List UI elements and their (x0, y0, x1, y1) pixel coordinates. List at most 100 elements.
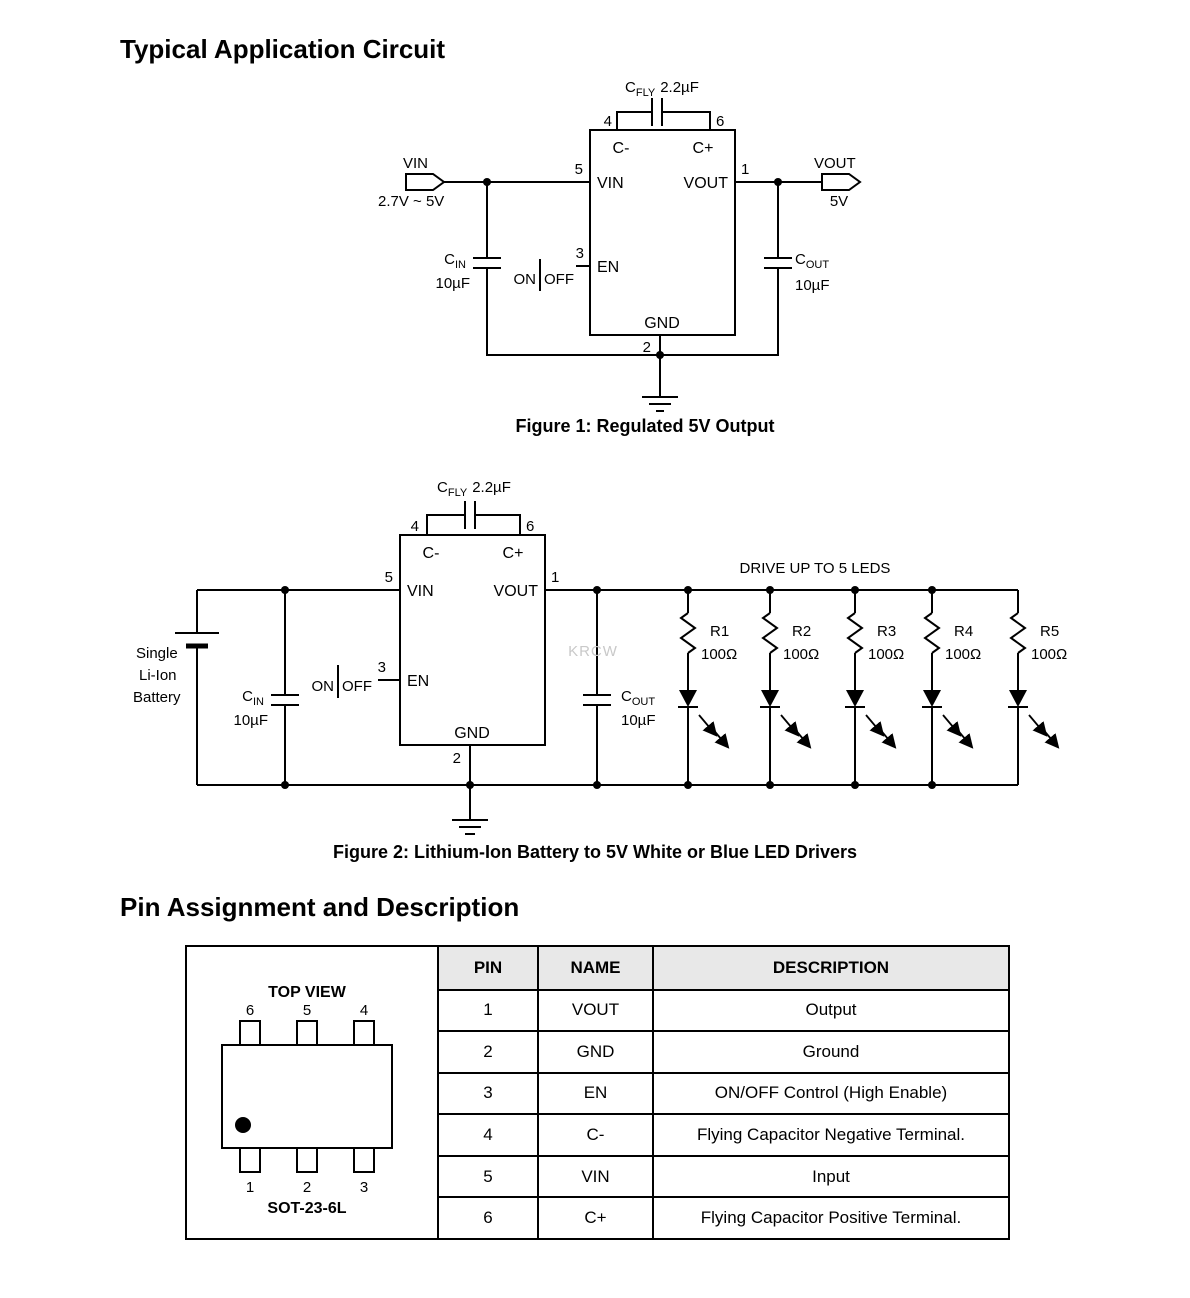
pkg-pin5-number: 5 (303, 1002, 311, 1019)
package-drawing-cell: TOP VIEW 6 5 4 1 2 3 SOT-23-6L (187, 947, 437, 1238)
desc-cell: ON/OFF Control (High Enable) (652, 1071, 1008, 1114)
fig1-vin-pin-label: VIN (597, 175, 624, 192)
fig2-battery-wires (196, 589, 400, 785)
pin-cell: 5 (437, 1154, 537, 1197)
fig1-cin-capacitor-plates (473, 257, 501, 269)
fig2-pin5-number: 5 (385, 569, 393, 586)
pkg-top-lead (296, 1020, 318, 1046)
fig2-cminus-pin-label: C- (423, 545, 440, 562)
fig1-cout-label: COUT (795, 251, 829, 271)
fig1-vout-pin-label: VOUT (684, 175, 729, 192)
resistor-value: 100Ω (701, 646, 737, 663)
pkg-top-lead (239, 1020, 261, 1046)
fig2-ground-symbol (452, 819, 488, 835)
fig2-pin2-number: 2 (453, 750, 461, 767)
fig1-vout-value-label: 5V (830, 193, 848, 210)
header-name: NAME (537, 947, 652, 989)
pin-cell: 6 (437, 1196, 537, 1238)
pkg-bottom-lead (353, 1147, 375, 1173)
fig2-cin-value: 10µF (234, 712, 269, 729)
watermark-text: KRCW (568, 643, 618, 660)
junction-dot (483, 178, 491, 186)
led-branch-2: R2 100Ω (760, 590, 819, 785)
fig2-pin3-number: 3 (378, 659, 386, 676)
pin-cell: 4 (437, 1113, 537, 1155)
fig1-pin6-number: 6 (716, 113, 724, 130)
led-symbol (923, 690, 941, 707)
fig1-pin2-number: 2 (643, 339, 651, 356)
fig2-pin6-number: 6 (526, 518, 534, 535)
sot23-package-drawing: TOP VIEW 6 5 4 1 2 3 SOT-23-6L (221, 984, 393, 1217)
fig1-gnd-pin-label: GND (644, 315, 680, 332)
section-title-typical-application-circuit: Typical Application Circuit (120, 34, 446, 64)
led-emission-arrow (865, 714, 885, 737)
fig1-cin-value: 10µF (436, 275, 471, 292)
fig1-cfly-wires (616, 111, 711, 130)
desc-cell: Flying Capacitor Negative Terminal. (652, 1113, 1008, 1155)
fig2-en-pin-label: EN (407, 673, 429, 690)
fig2-battery-label-line1: Single (136, 645, 178, 662)
pkg-pin1-indicator-dot (235, 1117, 251, 1133)
desc-cell: Input (652, 1154, 1008, 1197)
name-cell: VOUT (537, 988, 652, 1031)
fig1-vout-net-label: VOUT (814, 155, 856, 172)
led-branch-3: R3 100Ω (845, 590, 904, 785)
fig2-cfly-wires (426, 514, 521, 535)
led-symbol (679, 690, 697, 707)
fig2-cplus-pin-label: C+ (503, 545, 524, 562)
name-cell: GND (537, 1030, 652, 1072)
led-emission-arrow (698, 714, 718, 737)
desc-cell: Output (652, 988, 1008, 1031)
fig1-ic-body (589, 129, 736, 336)
fig2-cin-capacitor-plates (271, 694, 299, 706)
fig1-vin-range-label: 2.7V ~ 5V (378, 193, 444, 210)
pkg-pin4-number: 4 (360, 1002, 368, 1019)
fig1-vout-terminal-flag (821, 173, 862, 191)
fig2-pin4-number: 4 (411, 518, 419, 535)
fig1-switch-on-label: ON (514, 271, 537, 288)
led-emission-arrow (1028, 714, 1048, 737)
pin-cell: 3 (437, 1071, 537, 1114)
desc-cell: Flying Capacitor Positive Terminal. (652, 1196, 1008, 1238)
junction-dot (281, 586, 289, 594)
pkg-pin6-number: 6 (246, 1002, 254, 1019)
fig1-vin-terminal-flag (405, 173, 446, 191)
fig2-cout-label: COUT (621, 688, 655, 708)
fig1-vin-net-label: VIN (403, 155, 428, 172)
header-pin: PIN (437, 947, 537, 989)
pkg-bottom-lead (239, 1147, 261, 1173)
resistor-name: R5 (1040, 623, 1059, 640)
resistor-symbol (846, 612, 864, 654)
led-branch-1: R1 100Ω (678, 590, 737, 785)
fig1-pin3-number: 3 (576, 245, 584, 262)
fig1-cout-value: 10µF (795, 277, 830, 294)
led-symbol (1009, 690, 1027, 707)
pkg-bottom-lead (296, 1147, 318, 1173)
top-view-label: TOP VIEW (268, 984, 347, 1001)
pin-cell: 2 (437, 1030, 537, 1072)
fig1-ground-symbol (642, 396, 678, 412)
resistor-symbol (761, 612, 779, 654)
junction-dot (593, 781, 601, 789)
resistor-symbol (679, 612, 697, 654)
led-symbol (761, 690, 779, 707)
fig2-switch-off-label: OFF (342, 678, 372, 695)
led-emission-arrow (877, 726, 897, 749)
fig1-cminus-pin-label: C- (613, 140, 630, 157)
led-branch-4: R4 100Ω (922, 590, 981, 785)
junction-dot (593, 586, 601, 594)
fig2-gnd-pin-label: GND (454, 725, 490, 742)
fig1-pin5-number: 5 (575, 161, 583, 178)
name-cell: EN (537, 1071, 652, 1114)
figure2-led-driver-circuit: R1 100Ω R2 100Ω R3 (133, 479, 1067, 835)
resistor-name: R1 (710, 623, 729, 640)
resistor-symbol (923, 612, 941, 654)
name-cell: VIN (537, 1154, 652, 1197)
resistor-value: 100Ω (1031, 646, 1067, 663)
fig2-cout-capacitor-plates (583, 694, 611, 706)
fig1-en-pin-label: EN (597, 259, 619, 276)
